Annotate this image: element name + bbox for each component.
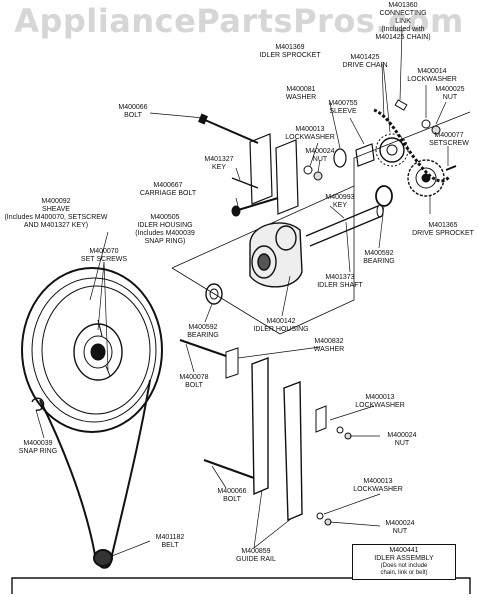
idler-housing-part [249, 222, 303, 288]
idler-shaft-part [305, 204, 384, 247]
bearing-right-part [375, 185, 393, 207]
idler-sprocket-part [375, 133, 409, 167]
drive-belt [39, 379, 151, 569]
washer-top-part [333, 148, 347, 168]
drive-sprocket-part [407, 159, 445, 197]
washer-lower-part [225, 347, 239, 379]
bolt-lower-part [179, 339, 227, 357]
setscrew-part [445, 165, 457, 171]
sheave-pulley [21, 267, 163, 433]
sleeve-part [355, 143, 375, 167]
bolt-top-part [198, 113, 259, 144]
snap-ring-part [31, 397, 45, 411]
bolt-bottom-part [203, 459, 255, 479]
assembly-part-number: M400441 [389, 547, 419, 554]
carriage-bolt-part [231, 197, 279, 217]
lockwasher-lower-part [336, 426, 344, 434]
idler-assembly-box: M400441 IDLER ASSEMBLY (Does not include… [352, 544, 456, 580]
nut-mid-part [313, 171, 323, 181]
drive-chain-part [373, 108, 452, 183]
mount-plate-left [249, 133, 273, 205]
lockwasher-top-part [421, 119, 431, 129]
assembly-note-1: (Does not include [380, 563, 428, 569]
assembly-note-2: chain, link or belt) [380, 570, 428, 576]
bearing-left-part [205, 283, 223, 305]
connecting-link-part [394, 99, 408, 111]
guide-rail-left [251, 356, 269, 496]
guide-rail-right [283, 380, 303, 522]
key-left-part [231, 177, 259, 189]
assembly-name: IDLER ASSEMBLY [374, 555, 434, 562]
assembly-bracket [11, 577, 471, 594]
rail-washer-part [315, 405, 327, 433]
watermark: AppliancePartsPros.com [14, 2, 464, 40]
mount-plate-right [275, 139, 299, 215]
lockwasher-mid-part [303, 165, 313, 175]
nut-top-part [431, 125, 441, 135]
lockwasher-bottom-part [316, 512, 324, 520]
